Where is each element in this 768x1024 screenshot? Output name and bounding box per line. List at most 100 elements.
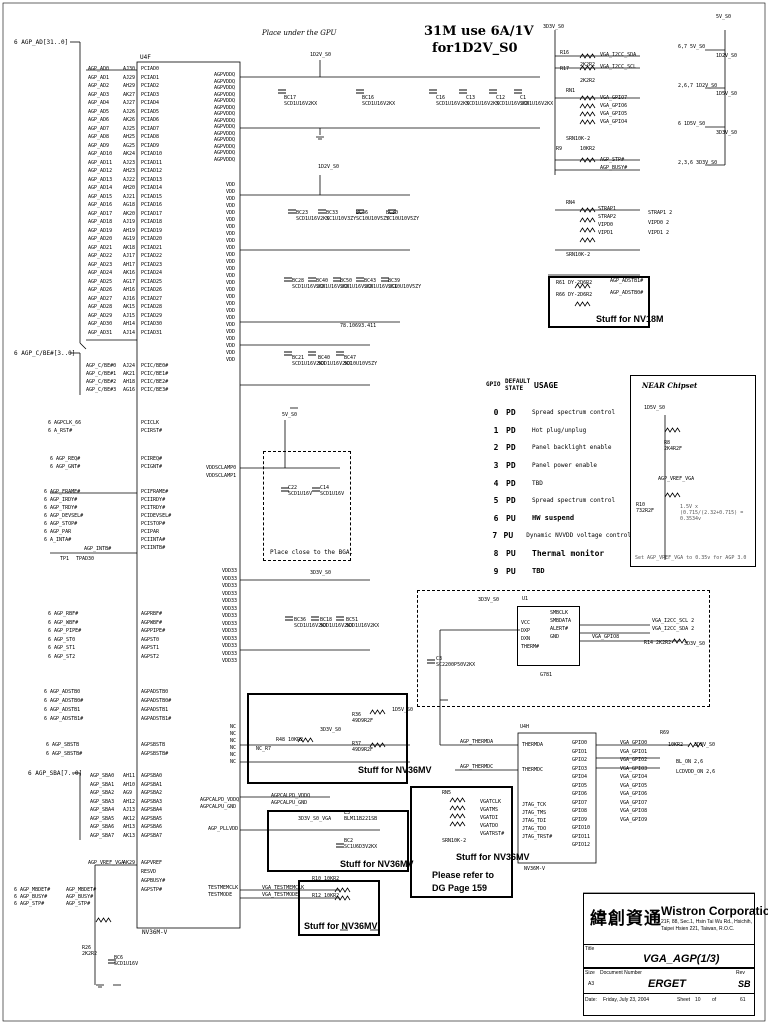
u4f-pin: VDD [226,329,236,335]
u4f-pin: PCIAD24 [141,270,163,276]
ball-pin: AH18 [123,379,136,385]
resistor-symbol [95,917,112,923]
u4f-pin: PCIAD0 [141,66,160,72]
u4f-pin: VDD [226,231,236,237]
u4h-pin: THERMDC [522,767,544,773]
agp-vref-pin: AK29 [123,860,136,866]
ball-pin: AJ24 [123,363,136,369]
resistor-symbol [579,119,596,125]
gpio-net: VGA_GPIO3 [620,765,648,772]
rn5-label: RN5 [442,790,452,796]
ball-pin: AJ15 [123,312,136,319]
vdd-cap-note: 78.10693.411 [340,323,377,329]
stuff-nv36mv-box-4 [410,786,513,898]
u4f-pin: PCIAD16 [141,202,163,208]
u4h-part: NV36M-V [524,866,546,872]
agp-ad-net: AGP_AD27 [88,295,113,302]
r12-test-label: R12 10KR2 [312,893,340,899]
resistor-symbol [574,301,591,307]
test-net: VGA_TESTMEMCLK [262,885,305,891]
u4f-pin: VDD33 [222,628,238,634]
u4f-pin: AGPVDDQ [214,117,236,124]
u4f-ref: U4F [140,54,151,61]
tp1-label: TP1 [60,556,70,562]
of-value: 61 [740,997,746,1003]
u4f-pin: VDD [226,294,236,300]
company-chinese-name: 緯創資通 [590,909,662,929]
agp-ad-net: AGP_AD13 [88,176,113,183]
u4f-pin: PCIAD17 [141,210,163,217]
u4h-pin: GPIO8 [572,808,588,814]
u4h-pin: THERMDA [522,742,544,748]
agp-net: AGP_ADSTB1# [610,278,644,284]
agp-ad-net: AGP_AD0 [88,66,110,72]
u4f-pin: NC [230,731,237,737]
ball-pin: AH16 [123,287,136,293]
ball-pin: AG16 [123,387,136,393]
u4f-pin: PCIFRAME# [141,489,169,495]
u4f-pin: PCIAD8 [141,134,160,140]
u4f-cbe-pin-list: PCIC/BE0#PCIC/BE1#PCIC/BE2#PCIC/BE3# [141,363,168,395]
u4h-pin: GPIO2 [572,757,588,763]
u4f-pin: VDD33 [222,658,238,664]
u4f-req-pin-list: PCIREQ#PCIGNT# [141,456,162,472]
resistor-symbol [449,797,466,803]
u4f-pin: AGPSBSTB [141,742,166,748]
resistor-symbol [334,895,351,901]
u4f-pin: PCIAD10 [141,151,163,157]
place-under-gpu-note: Place under the GPU [262,29,337,37]
u4f-pin: VDD33 [222,568,238,574]
gpio-net: VGA_GPIO5 [620,782,648,789]
power-rail: 3D3V_S0 [716,129,738,136]
i2c-net: VGA_I2CC_SCL [600,64,637,70]
u4f-pin: VDD [226,245,236,251]
u4f-pin: VDD [226,210,236,216]
agp-sba-net: AGP_SBA4 [90,807,115,813]
r16-label: R16 [560,50,570,56]
ball-pin: AH17 [123,261,136,268]
sheet-title: VGA_AGP(1/3) [643,953,720,965]
u4f-pin: AGPVDDQ [214,104,236,111]
u4f-pin: PCIAD31 [141,329,163,336]
gpio8-net: VGA_GPIO8 [592,634,620,640]
jtag-net: VGATRST# [480,831,505,837]
u4f-pin: VDD [226,217,236,223]
u4h-pin: GPIO4 [572,774,588,780]
u4f-pin: VDD [226,301,236,307]
offpage-net: 6 AGP_DEVSEL# [44,513,84,519]
offpage-net: 6 AGP_BUSY# [14,894,48,900]
agp-net: AGP_BUSY# [600,165,628,171]
vdsclamp-rail: 5V_S0 [282,412,298,418]
gpio-net: VGA_GPIO8 [620,808,648,814]
u4h-pin: JTAG_TDI [522,818,547,824]
u4f-pin: AGPVDDQ [214,130,236,137]
u4f-pin: AGPVDDQ [214,137,236,143]
u4f-pin: VDD33 [222,620,238,627]
ball-pin: AH11 [123,773,136,779]
jtag-net: VGATDI [480,815,499,821]
u4h-pin: JTAG_TMS [522,810,547,816]
i2c-net: VGA_I2CC_SDA [600,52,637,58]
u4f-pin: PCIAD5 [141,108,160,115]
gpio-table-header-usage: USAGE [534,381,559,390]
